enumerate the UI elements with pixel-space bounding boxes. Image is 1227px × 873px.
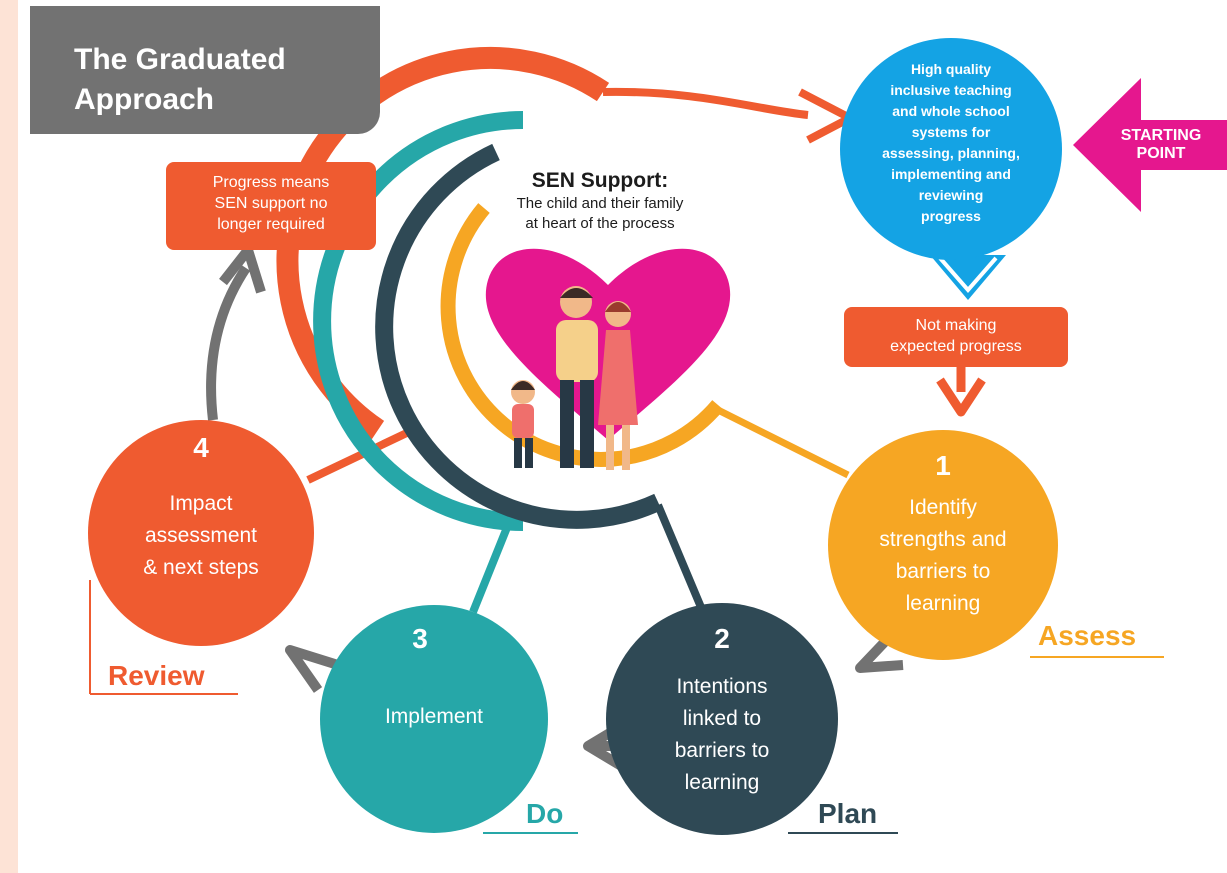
arrow-do-to-review-icon (285, 645, 340, 693)
title-line-1: The Graduated (74, 43, 286, 76)
step-review-number: 4 (193, 432, 209, 463)
starting-point-label: STARTING POINT (1098, 127, 1224, 163)
arc-navy (375, 143, 662, 529)
stage-label-plan: Plan (818, 798, 878, 829)
step-plan-circle: 2 Intentions linked to barriers to learning (606, 603, 838, 835)
connector-review (306, 426, 415, 484)
title-box (30, 6, 380, 134)
step-plan-number: 2 (714, 623, 730, 654)
stage-label-review: Review (108, 660, 205, 691)
arc-orange (276, 46, 610, 440)
progress-box-line-3: longer required (217, 216, 325, 233)
arc-amber (440, 203, 724, 467)
start-circle: High quality inclusive teaching and whole … (840, 38, 1062, 260)
step-plan-line-3: barriers to (674, 739, 770, 762)
progress-box-line-2: SEN support no (214, 195, 328, 212)
not-progress-line-2: expected progress (890, 338, 1022, 355)
diagram-graphics (89, 46, 1227, 834)
step-review-line-1: Impact (169, 492, 233, 515)
graduated-approach-diagram: The Graduated Approach Progress means SE… (18, 0, 1227, 873)
step-do-number: 3 (412, 623, 428, 654)
family-icon (511, 286, 638, 470)
center-line-1: The child and their family (516, 195, 684, 212)
starting-point-arrow-icon (1073, 78, 1227, 212)
step-do-text: Implement (320, 701, 548, 733)
center-heading: SEN Support: (531, 169, 669, 192)
step-plan-line-1: Intentions (676, 675, 768, 698)
center-text: SEN Support: The child and their family … (480, 168, 720, 234)
start-circle-line-1: High quality (910, 61, 992, 77)
title-line-2: Approach (74, 83, 215, 116)
start-circle-line-8: progress (921, 208, 981, 224)
start-circle-line-4: systems for (911, 124, 991, 140)
diagram-title: The Graduated Approach (74, 40, 286, 120)
not-progress-box: Not making expected progress (844, 307, 1068, 367)
connector-plan (654, 503, 707, 614)
step-plan-line-2: linked to (682, 707, 762, 730)
start-circle-text: High quality inclusive teaching and whole … (840, 59, 1062, 227)
step-assess-number: 1 (935, 450, 951, 481)
step-plan-text: Intentions linked to barriers to learning (606, 671, 838, 799)
step-assess-circle: 1 Identify strengths and barriers to learni… (828, 430, 1058, 660)
stage-label-assess: Assess (1038, 620, 1137, 651)
progress-box: Progress means SEN support no longer req… (166, 162, 376, 250)
step-review-line-3: & next steps (143, 556, 259, 579)
step-review-text: Impact assessment & next steps (88, 488, 314, 584)
progress-box-line-1: Progress means (212, 174, 330, 191)
step-assess-line-3: barriers to (895, 560, 991, 583)
arrow-down-icon (936, 377, 986, 417)
start-circle-line-5: assessing, planning, (882, 145, 1020, 161)
center-line-2: at heart of the process (525, 215, 675, 232)
step-assess-line-4: learning (905, 592, 981, 615)
step-plan-line-4: learning (684, 771, 760, 794)
arrow-review-up-icon (219, 245, 266, 294)
not-progress-line-1: Not making (915, 317, 997, 334)
step-assess-text: Identify strengths and barriers to learning (828, 492, 1058, 620)
step-assess-line-2: strengths and (879, 528, 1007, 551)
start-circle-line-2: inclusive teaching (890, 82, 1012, 98)
start-circle-line-6: implementing and (891, 166, 1011, 182)
start-circle-line-3: and whole school (892, 103, 1010, 119)
connector-assess (716, 406, 850, 479)
start-circle-line-7: reviewing (918, 187, 984, 203)
starting-point-line-2: POINT (1136, 145, 1186, 162)
connector-do (469, 523, 512, 614)
step-do-circle: 3 Implement (320, 605, 548, 833)
starting-point-line-1: STARTING (1120, 127, 1202, 144)
stage-label-do: Do (526, 798, 564, 829)
step-review-line-2: assessment (144, 524, 258, 547)
step-assess-line-1: Identify (909, 496, 977, 519)
step-review-circle: 4 Impact assessment & next steps (88, 420, 314, 646)
arc-teal (313, 111, 524, 531)
step-do-line-1: Implement (384, 705, 484, 728)
